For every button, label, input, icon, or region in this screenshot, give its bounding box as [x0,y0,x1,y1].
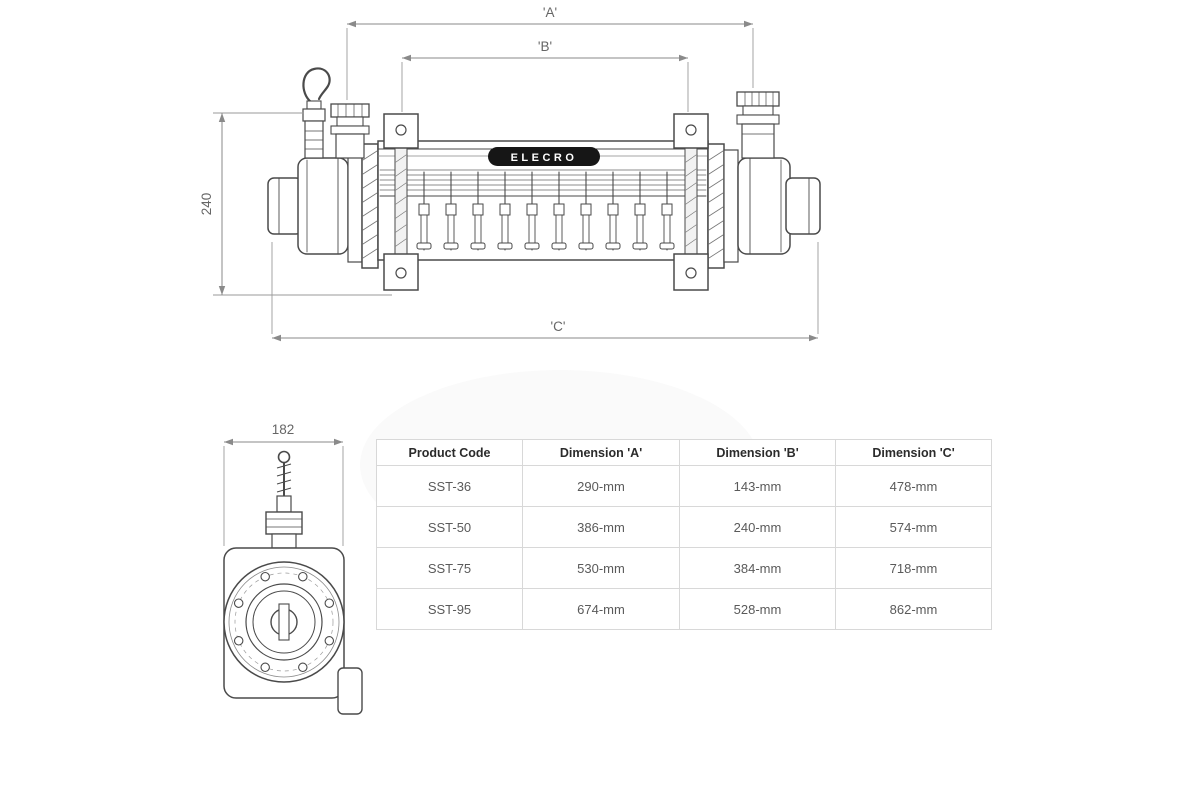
header-product-code: Product Code [376,439,523,466]
dimension-c-cell: 478-mm [835,465,992,507]
dimension-c-cell: 574-mm [835,506,992,548]
dimension-spec-table: Product Code Dimension 'A' Dimension 'B'… [376,439,992,630]
dimension-a: 'A' [346,5,754,100]
dimension-a-cell: 386-mm [522,506,680,548]
port-cap-left [330,103,370,159]
heat-exchanger-side-view: ELECRO [267,67,821,291]
port-cap-right [736,91,780,159]
dimension-width-label: 182 [272,422,295,437]
dimension-c-cell: 718-mm [835,547,992,589]
dimension-a-cell: 290-mm [522,465,680,507]
header-dimension-b: Dimension 'B' [679,439,836,466]
dimension-c-cell: 862-mm [835,588,992,630]
relief-valve-side [302,67,331,159]
table-row-sst-50: SST-50 386-mm 240-mm 574-mm [376,506,992,548]
product-code-cell: SST-50 [376,506,523,548]
mounting-bracket-right [673,113,709,291]
dimension-b: 'B' [401,39,689,112]
header-dimension-a: Dimension 'A' [522,439,680,466]
dimension-b-cell: 143-mm [679,465,836,507]
dimension-c: 'C' [271,242,819,342]
table-row-sst-75: SST-75 530-mm 384-mm 718-mm [376,547,992,589]
heat-exchanger-end-view [223,450,363,715]
dimension-a-cell: 674-mm [522,588,680,630]
product-code-cell: SST-75 [376,547,523,589]
dimension-b-cell: 528-mm [679,588,836,630]
dimension-a-label: 'A' [543,5,557,20]
product-code-cell: SST-95 [376,588,523,630]
dimension-width-182: 182 [223,422,344,546]
dimension-height-240: 240 [199,112,392,296]
product-code-cell: SST-36 [376,465,523,507]
table-row-sst-36: SST-36 290-mm 143-mm 478-mm [376,465,992,507]
relief-valve-end [265,450,303,549]
table-header-row: Product Code Dimension 'A' Dimension 'B'… [376,439,992,466]
dimension-b-cell: 240-mm [679,506,836,548]
mounting-bracket-left [383,113,419,291]
dimension-height-label: 240 [199,193,214,216]
dimension-b-label: 'B' [538,39,552,54]
brand-label: ELECRO [511,152,578,164]
dimension-c-label: 'C' [551,319,566,334]
table-row-sst-95: SST-95 674-mm 528-mm 862-mm [376,588,992,630]
header-dimension-c: Dimension 'C' [835,439,992,466]
dimension-a-cell: 530-mm [522,547,680,589]
end-flange [223,561,345,683]
brand-badge [488,147,600,166]
dimension-b-cell: 384-mm [679,547,836,589]
